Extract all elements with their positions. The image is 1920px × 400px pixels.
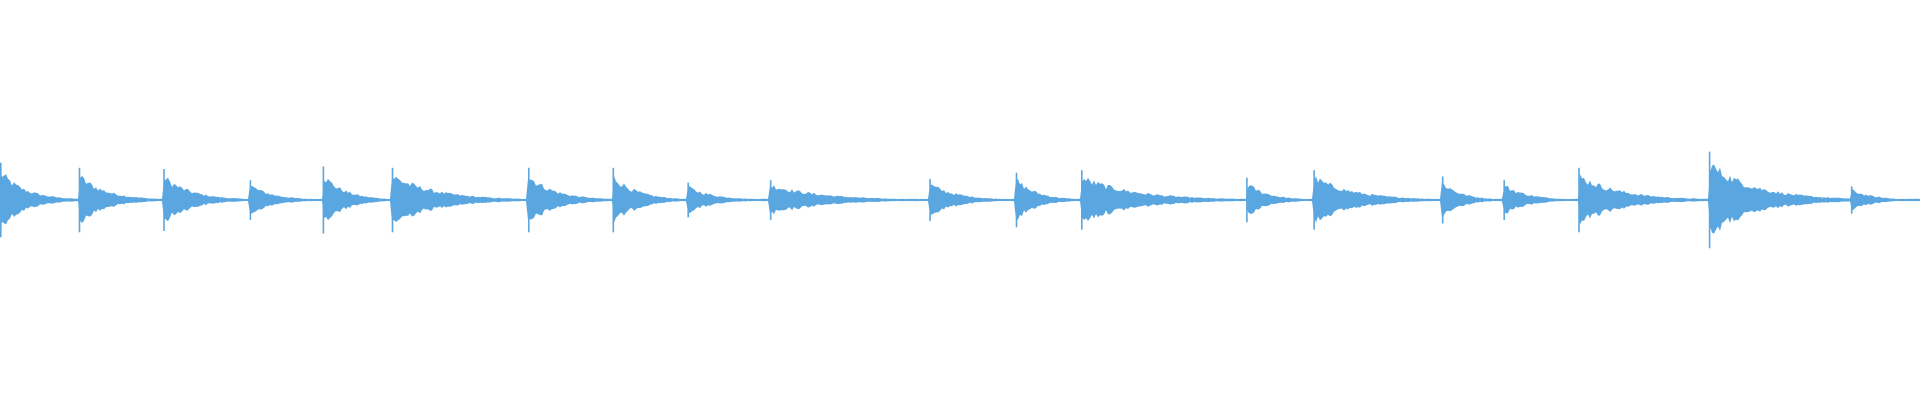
waveform-peaks	[0, 151, 1920, 249]
center-line	[0, 199, 1920, 201]
